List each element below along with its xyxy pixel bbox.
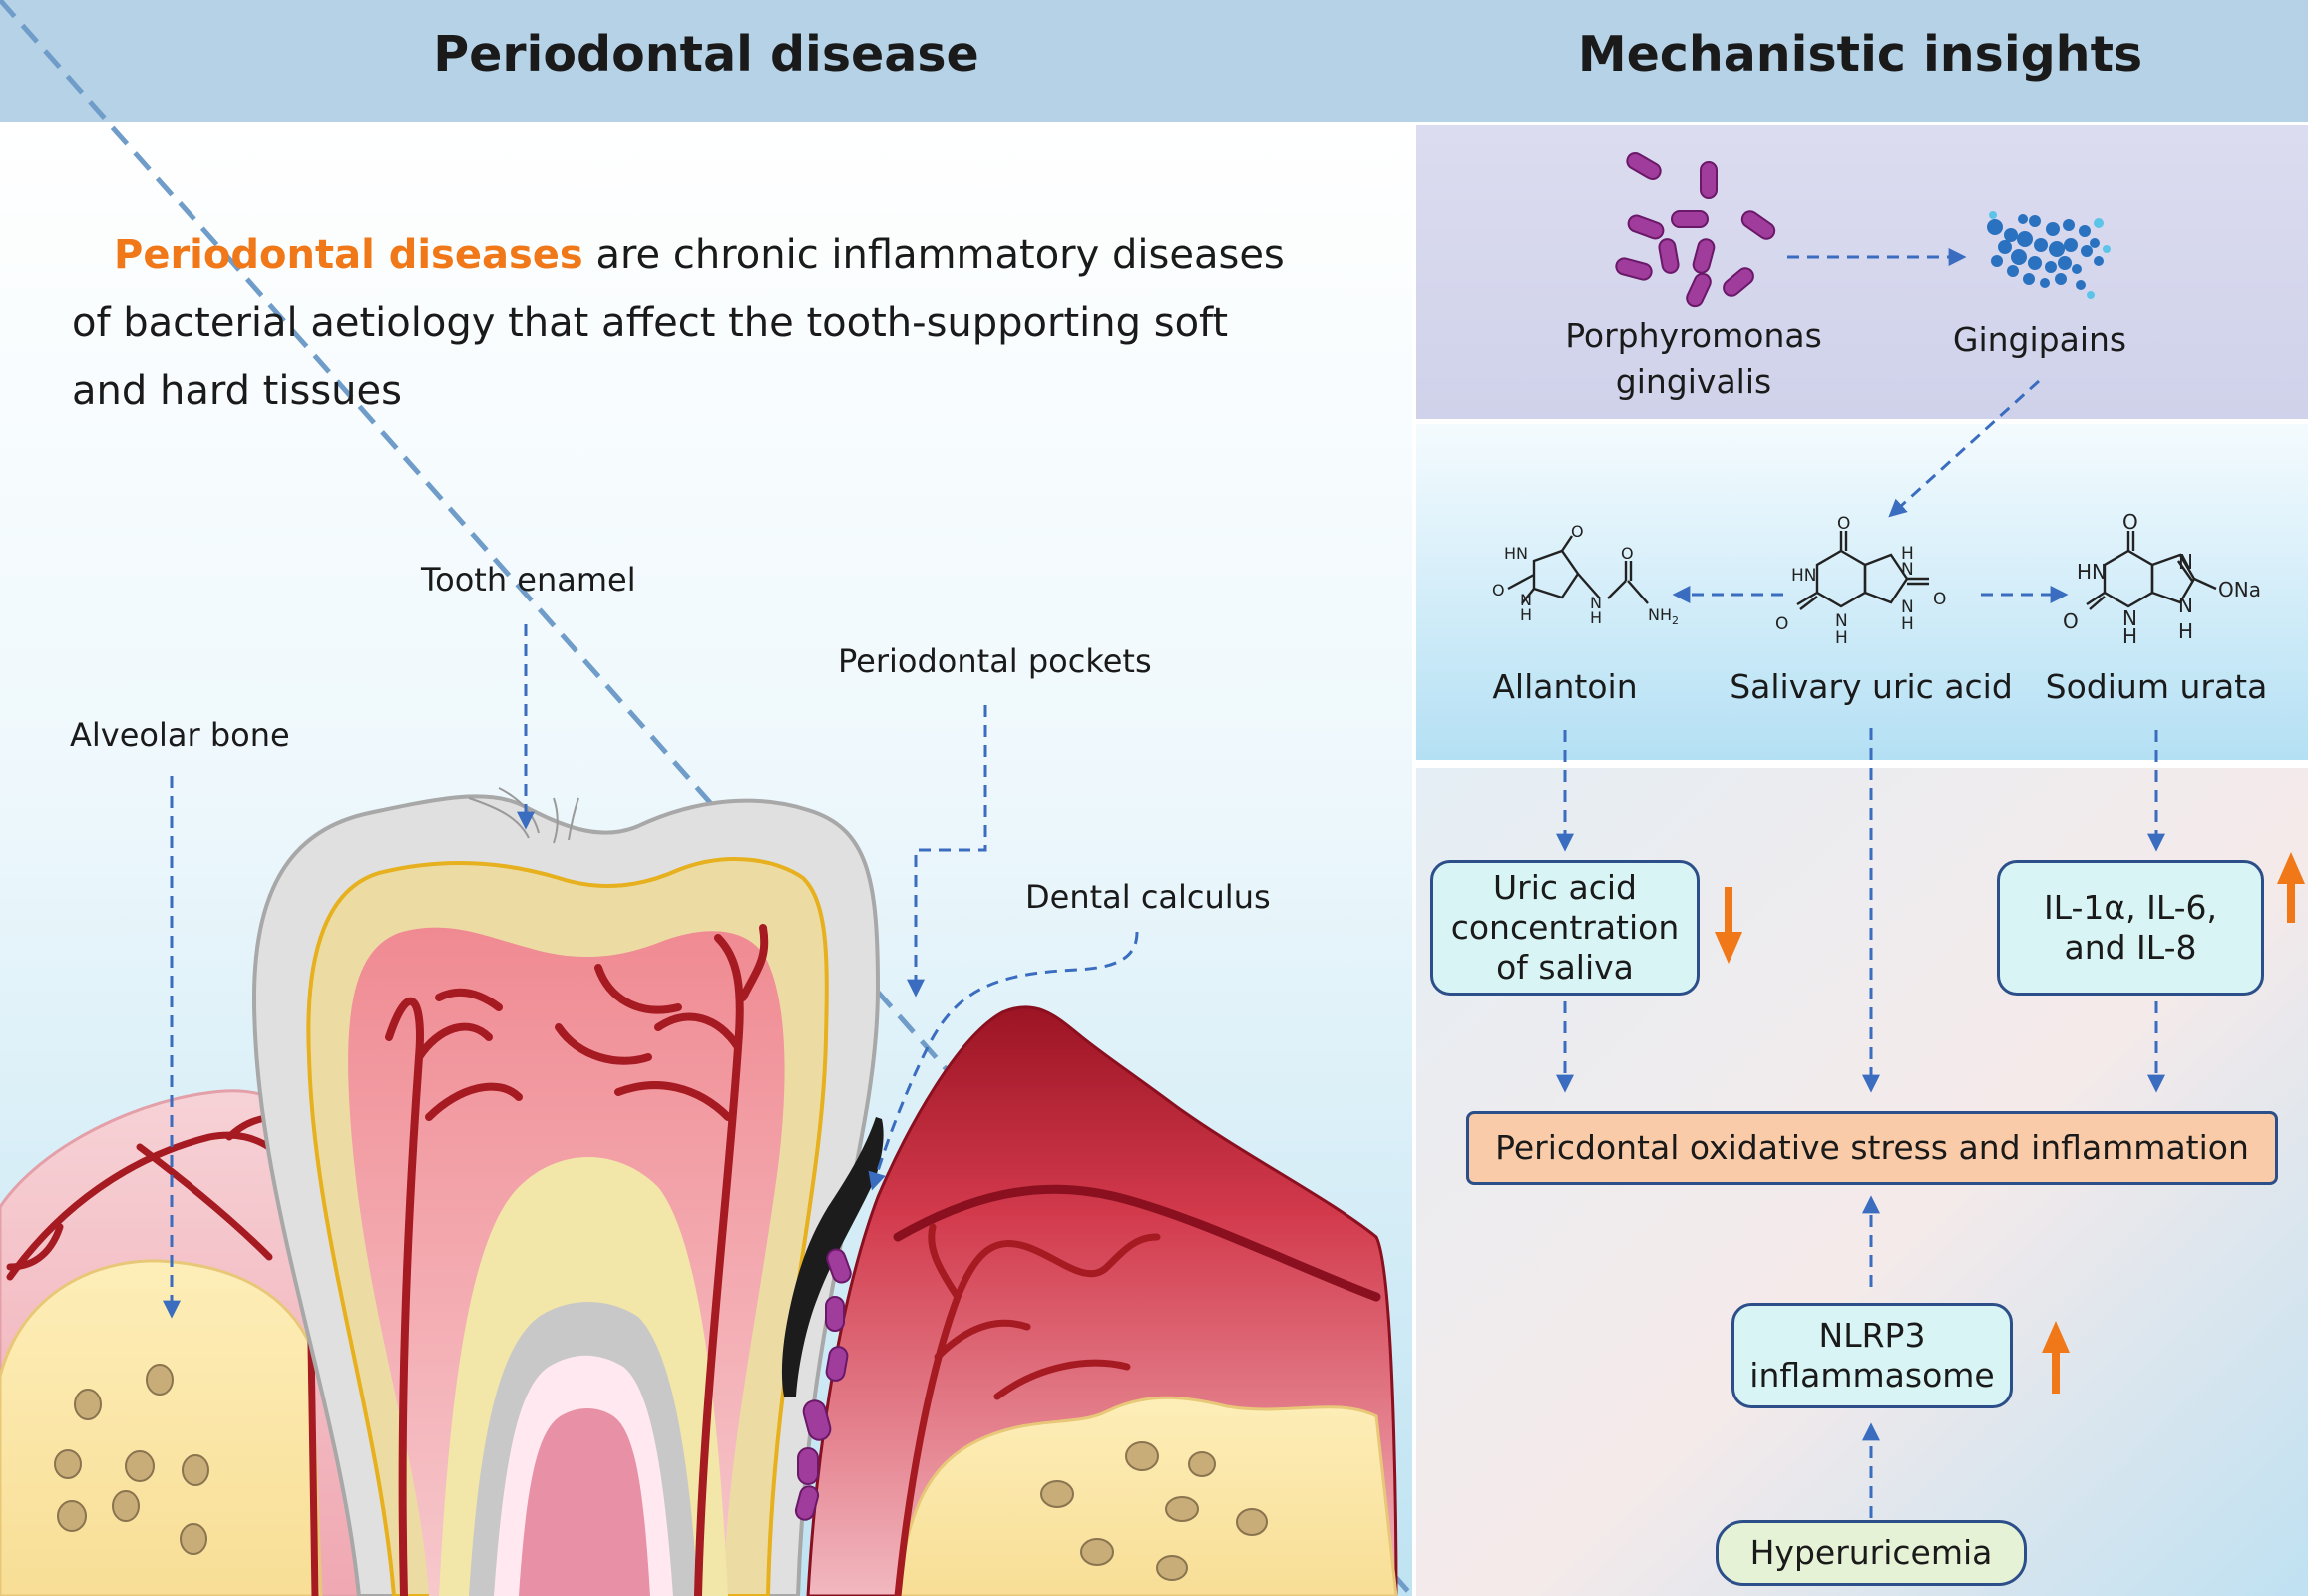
bacteria-line-2: gingivalis: [1615, 362, 1772, 401]
atom-label-o: O: [1571, 522, 1584, 541]
label-tooth-enamel: Tooth enamel: [421, 561, 636, 598]
atom-label-ona: ONa: [2218, 578, 2261, 601]
box-line: NLRP3: [1818, 1316, 1926, 1355]
box-uric-acid-saliva: Uric acid concentration of saliva: [1430, 860, 1700, 996]
box-line: and IL-8: [2064, 928, 2197, 967]
tooth-illustration: [0, 787, 1398, 1596]
box-interleukins: IL-1α, IL-6, and IL-8: [1997, 860, 2264, 996]
box-nlrp3-inflammasome: NLRP3 inflammasome: [1731, 1303, 2013, 1408]
atom-label-o: O: [1775, 614, 1788, 634]
porphyromonas-bacteria-icon: [1615, 152, 1776, 308]
atom-label-n: N: [1520, 591, 1532, 609]
atom-label-o: O: [1837, 514, 1850, 534]
uric-acid-structure: [1796, 531, 1929, 610]
box-hyperuricemia: Hyperuricemia: [1716, 1520, 2027, 1586]
orange-up-arrow-icon: [2277, 852, 2305, 923]
label-allantoin: Allantoin: [1492, 667, 1638, 706]
atom-label-h: H: [2122, 624, 2137, 648]
box-line: of saliva: [1496, 948, 1634, 987]
label-dental-calculus: Dental calculus: [1025, 878, 1271, 916]
label-sodium-urate: Sodium urata: [2045, 667, 2268, 706]
label-gingipains: Gingipains: [1952, 320, 2127, 359]
atom-label-h: H: [1520, 605, 1532, 624]
atom-label-hn: HN: [1791, 566, 1817, 586]
pocket-bacteria: [794, 1248, 852, 1521]
atom-label-hn: HN: [2077, 560, 2107, 584]
atom-label-n: N: [2178, 550, 2193, 574]
atom-label-o: O: [1933, 590, 1946, 609]
atom-label-h: H: [1590, 608, 1602, 627]
label-alveolar-bone: Alveolar bone: [70, 716, 290, 754]
atom-label-o: O: [2122, 510, 2138, 534]
label-periodontal-pockets: Periodontal pockets: [838, 642, 1152, 680]
box-oxidative-stress: Pericdontal oxidative stress and inflamm…: [1466, 1111, 2278, 1185]
atom-label-o: O: [1492, 581, 1505, 599]
sodium-urate-structure: [2086, 531, 2217, 610]
bacteria-line-1: Porphyromonas: [1565, 316, 1822, 355]
box-line: Uric acid: [1492, 868, 1637, 907]
intro-paragraph: Periodontal diseases are chronic inflamm…: [72, 221, 1309, 425]
label-salivary-uric-acid: Salivary uric acid: [1730, 667, 2013, 706]
gingipains-icon: [1987, 214, 2104, 290]
right-alveolar-bone: [896, 1396, 1398, 1596]
atom-label-h: H: [1835, 628, 1848, 648]
atom-label-h: H: [1901, 614, 1914, 634]
atom-label-o: O: [1621, 544, 1634, 563]
mechanism-arrows: [1556, 248, 2165, 1518]
atom-label-n: N: [2178, 594, 2193, 617]
intro-text: are chronic inflammatory diseases of bac…: [72, 232, 1285, 414]
box-line: concentration: [1450, 908, 1680, 947]
atom-label-n: N: [1835, 611, 1848, 631]
label-porphyromonas-gingivalis: Porphyromonas gingivalis: [1546, 313, 1841, 405]
box-line: IL-1α, IL-6,: [2043, 888, 2218, 927]
atom-label-h: H: [2178, 619, 2193, 643]
orange-up-arrow-icon: [2042, 1321, 2070, 1394]
box-line: inflammasome: [1749, 1356, 1995, 1395]
atom-label-nh2: NH2: [1648, 605, 1679, 627]
intro-highlight: Periodontal diseases: [114, 232, 583, 278]
left-alveolar-bone: [0, 1259, 323, 1596]
right-header-title: Mechanistic insights: [1577, 26, 2143, 83]
atom-label-n: N: [2122, 606, 2137, 630]
atom-label-hn: HN: [1504, 544, 1528, 563]
bacteria-panel-background: [1416, 125, 2308, 419]
atom-label-n: N: [1590, 594, 1602, 612]
orange-down-arrow-icon: [1715, 887, 1742, 964]
atom-label-n: N: [1901, 560, 1914, 580]
allantoin-structure: [1507, 535, 1649, 604]
atom-label-h: H: [1901, 544, 1914, 564]
header-bar: [0, 0, 2308, 122]
atom-label-n: N: [1901, 598, 1914, 617]
left-header-title: Periodontal disease: [433, 26, 979, 83]
tooth-label-arrows: [163, 624, 1139, 1319]
atom-label-o: O: [2063, 609, 2079, 633]
